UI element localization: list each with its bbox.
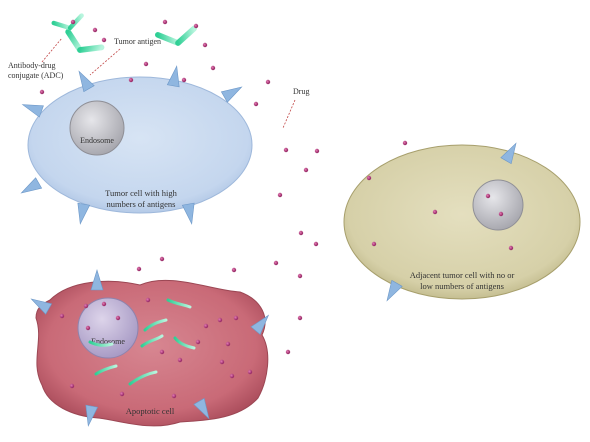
drug-molecule-icon [101, 37, 107, 43]
apoptotic-cell [35, 279, 269, 427]
drug-molecule-icon [70, 19, 76, 25]
tumor-cell-label-2: numbers of antigens [107, 199, 176, 209]
antigen-icon [74, 202, 90, 226]
antigen-icon [182, 202, 198, 226]
adc-leader-line [41, 37, 63, 63]
endosome [69, 100, 125, 156]
adc-label: Antibody-drug [8, 61, 56, 70]
adjacent-cell-label-2: low numbers of antigens [420, 281, 504, 291]
drug-label: Drug [293, 87, 309, 96]
apoptotic-cell-label: Apoptotic cell [126, 406, 175, 416]
antigen-leader-line [89, 48, 121, 76]
antibody-icon [56, 32, 102, 75]
drug-molecule-icon [193, 23, 199, 29]
antigen-icon [18, 177, 42, 199]
adjacent-cell-label: Adjacent tumor cell with no or [410, 270, 515, 280]
antigen-icon [221, 81, 245, 103]
drug-leader-line [282, 99, 296, 129]
antibody-icon [158, 28, 199, 64]
antigen-icon [90, 269, 104, 291]
adjacent-tumor-cell [343, 144, 581, 300]
antigen-icon [20, 98, 44, 118]
tumor-cell-label: Tumor cell with high [105, 188, 177, 198]
drug-molecule-icon [202, 42, 208, 48]
endosome-label: Endosome [80, 136, 114, 145]
drug-molecule-icon [92, 27, 98, 33]
drug-molecule-icon [162, 19, 168, 25]
endosome-label-apoptotic: Endosome [91, 337, 125, 346]
tumor-antigen-label: Tumor antigen [114, 37, 161, 46]
antibody-icon [54, 16, 88, 46]
adc-label-2: conjugate (ADC) [8, 71, 64, 80]
antibody-fragments [88, 298, 196, 386]
adjacent-endosome [472, 179, 524, 231]
